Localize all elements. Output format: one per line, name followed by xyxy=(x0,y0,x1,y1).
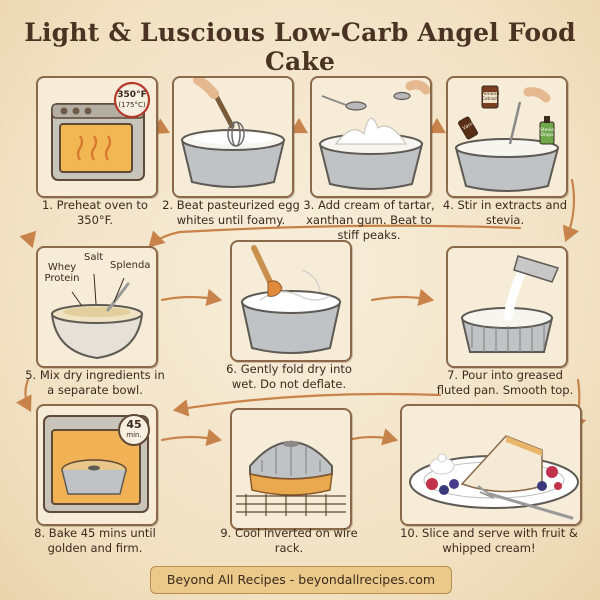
splenda-label: Splenda xyxy=(110,260,151,271)
step-6-panel xyxy=(230,240,352,362)
step-1-caption: 1. Preheat oven to 350°F. xyxy=(42,198,148,227)
oven-temp-c: (175°C) xyxy=(118,101,146,109)
step-5-panel: Whey Protein Salt Splenda xyxy=(36,246,158,368)
step-1-panel: 350°F (175°C) xyxy=(36,76,158,198)
step-9-caption: 9. Cool inverted on wire rack. xyxy=(220,526,358,555)
salt-label: Salt xyxy=(84,252,104,263)
footer-credit[interactable]: Beyond All Recipes - beyondallrecipes.co… xyxy=(150,566,452,594)
step-9-panel xyxy=(230,408,352,530)
step-8-caption: 8. Bake 45 mins until golden and firm. xyxy=(34,526,156,555)
step-2-caption: 2. Beat pasteurized egg whites until foa… xyxy=(162,198,300,227)
step-4-caption: 4. Stir in extracts and stevia. xyxy=(442,198,568,227)
step-2-panel xyxy=(172,76,294,198)
step-6-caption: 6. Gently fold dry into wet. Do not defl… xyxy=(226,362,352,391)
step-5-caption: 5. Mix dry ingredients in a separate bow… xyxy=(25,368,165,397)
step-3-caption: 3. Add cream of tartar, xanthan gum. Bea… xyxy=(303,198,435,242)
timer-unit: min. xyxy=(126,431,142,439)
step-3-panel xyxy=(310,76,432,198)
step-8-panel: 45 min. xyxy=(36,404,158,526)
timer-value: 45 xyxy=(126,418,142,431)
almond-extract-label: Almond Extract xyxy=(482,92,500,102)
step-7-panel xyxy=(446,246,568,368)
step-7-caption: 7. Pour into greased fluted pan. Smooth … xyxy=(436,368,574,397)
stevia-label: Stevia Drops xyxy=(540,128,555,138)
page-title: Light & Luscious Low-Carb Angel Food Cak… xyxy=(24,18,576,76)
oven-temp-f: 350°F xyxy=(117,90,147,100)
whey-protein-label: Whey Protein xyxy=(44,262,80,284)
step-10-panel xyxy=(400,404,582,526)
step-4-panel: Almond Extract Vanilla Stevia Drops xyxy=(446,76,568,198)
step-10-caption: 10. Slice and serve with fruit & whipped… xyxy=(400,526,578,555)
